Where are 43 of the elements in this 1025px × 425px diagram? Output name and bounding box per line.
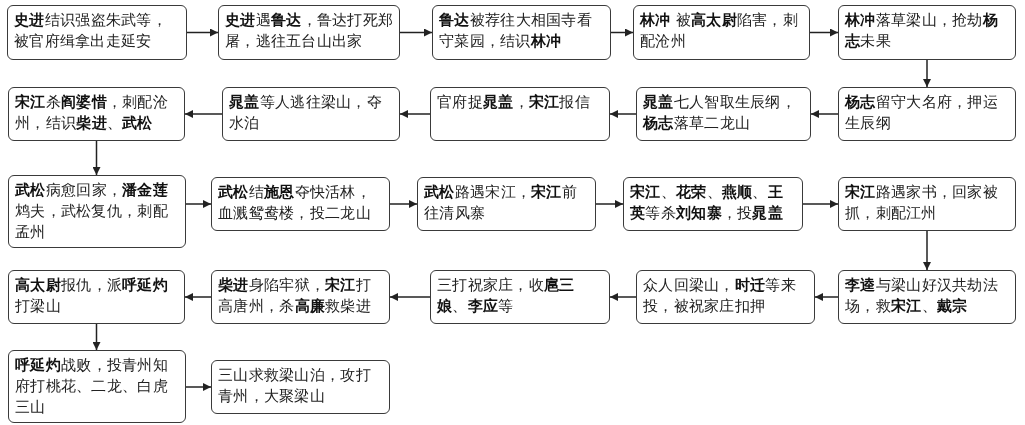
arrow	[923, 230, 931, 271]
arrow	[610, 28, 634, 37]
arrow	[595, 200, 624, 208]
arrow	[814, 293, 839, 301]
event-box: 三打祝家庄，收扈三娘、李应等	[430, 270, 610, 324]
event-box: 高太尉报仇，派呼延灼打梁山	[8, 270, 185, 324]
arrow	[923, 59, 931, 88]
arrow	[184, 293, 212, 301]
arrow	[802, 200, 839, 208]
event-box: 晁盖七人智取生辰纲，杨志落草二龙山	[636, 87, 811, 141]
event-box: 柴进身陷牢狱，宋江打高唐州，杀高廉救柴进	[211, 270, 390, 324]
arrow	[609, 293, 637, 301]
arrow	[185, 383, 212, 391]
event-box: 史进遇鲁达，鲁达打死郑屠，逃往五台山出家	[218, 5, 400, 60]
arrow	[185, 200, 212, 208]
arrow	[92, 323, 101, 351]
arrow	[810, 110, 839, 118]
event-box: 众人回梁山，时迁等来投，被祝家庄扣押	[636, 270, 815, 324]
event-box: 武松病愈回家，潘金莲鸩夫，武松复仇，刺配孟州	[8, 175, 186, 248]
arrow	[186, 28, 219, 37]
arrow	[399, 110, 431, 118]
event-box: 宋江路遇家书，回家被抓，刺配江州	[838, 177, 1016, 231]
event-box: 官府捉晁盖，宋江报信	[430, 87, 610, 141]
event-box: 宋江杀阎婆惜，刺配沧州，结识柴进、武松	[8, 87, 185, 141]
arrow	[389, 200, 418, 208]
event-box: 林冲 被高太尉陷害，刺配沧州	[633, 5, 810, 60]
event-box: 杨志留守大名府，押运生辰纲	[838, 87, 1016, 141]
event-box: 武松路遇宋江，宋江前往清风寨	[417, 177, 596, 231]
arrow	[809, 28, 839, 37]
event-box: 史进结识强盗朱武等，被官府缉拿出走延安	[7, 5, 187, 60]
arrow	[389, 293, 431, 301]
event-box: 林冲落草梁山，抢劫杨志未果	[838, 5, 1016, 60]
event-box: 武松结施恩夺快活林，血溅鸳鸯楼，投二龙山	[211, 177, 390, 231]
arrow	[399, 28, 433, 37]
arrow	[184, 110, 223, 118]
arrow	[609, 110, 637, 118]
event-box: 李逵与梁山好汉共劫法场，救宋江、戴宗	[838, 270, 1016, 324]
event-box: 呼延灼战败，投青州知府打桃花、二龙、白虎三山	[8, 350, 186, 423]
event-box: 晁盖等人逃往梁山，夺水泊	[222, 87, 400, 141]
arrow	[92, 140, 101, 176]
event-box: 宋江、花荣、燕顺、王英等杀刘知寨，投晁盖	[623, 177, 803, 231]
event-box: 鲁达被荐往大相国寺看守菜园，结识林冲	[432, 5, 611, 60]
event-box: 三山求救梁山泊，攻打青州，大聚梁山	[211, 360, 390, 414]
